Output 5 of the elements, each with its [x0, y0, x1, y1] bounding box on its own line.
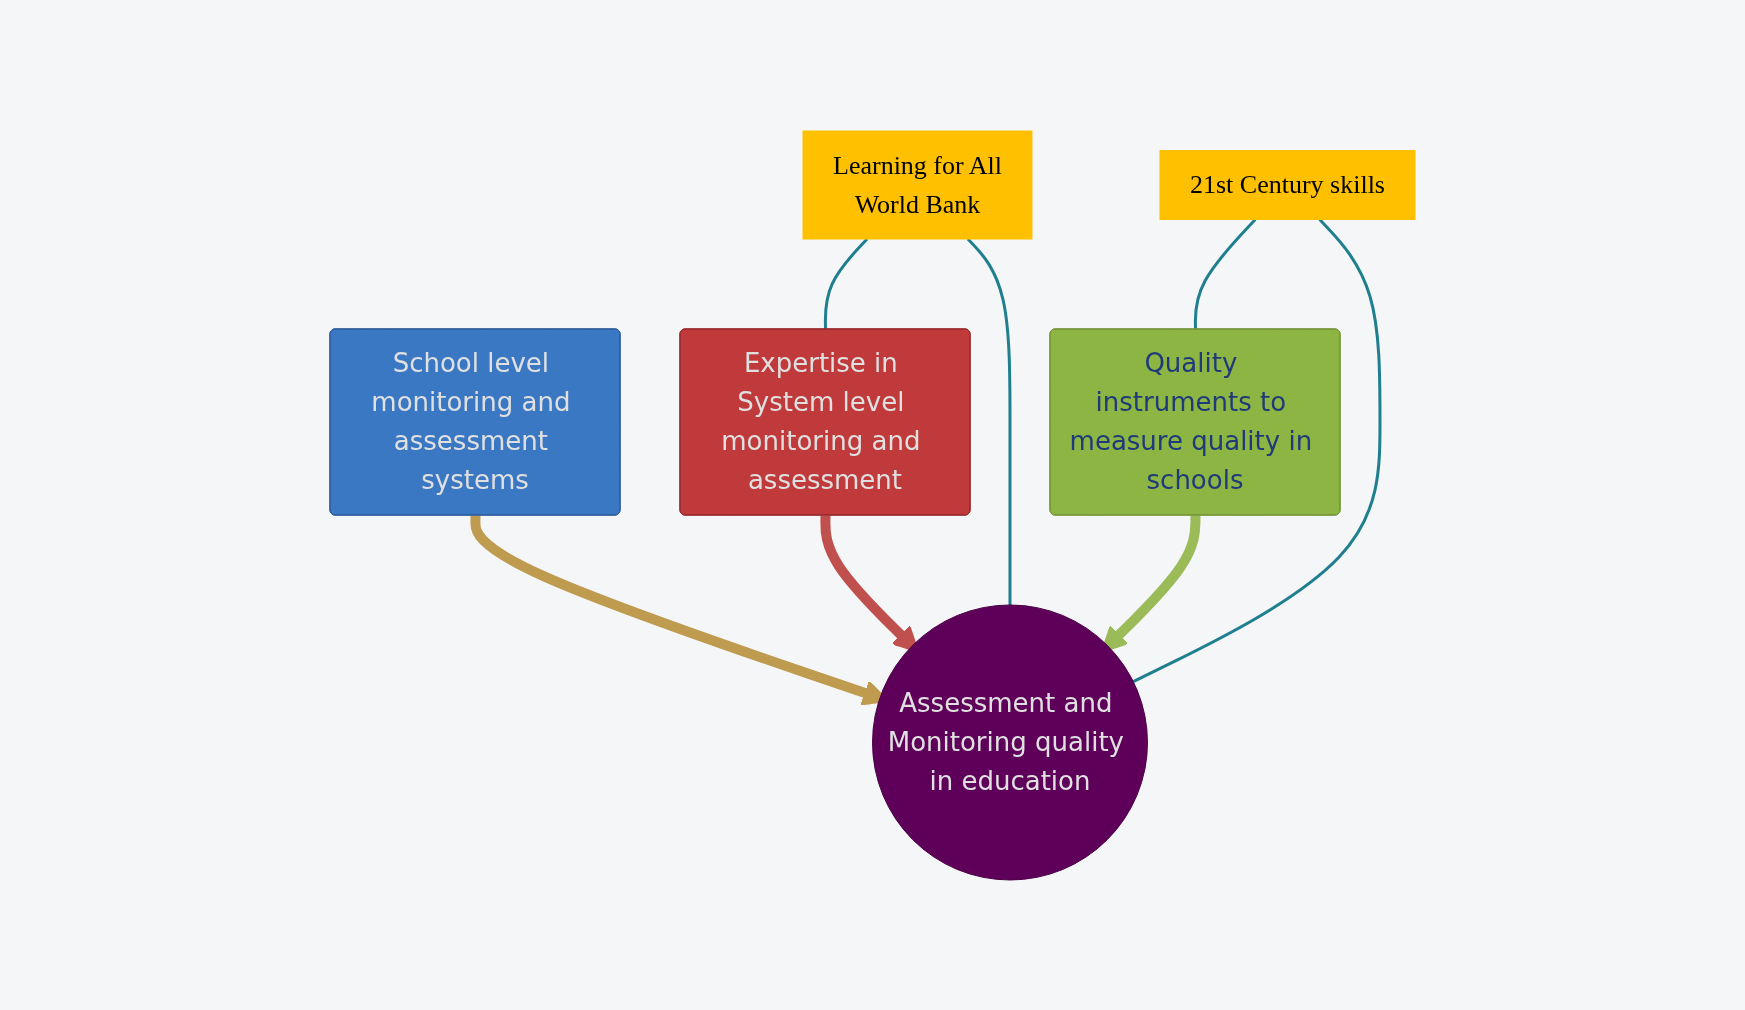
connector — [823, 237, 869, 330]
node-circle: Assessment and Monitoring quality in education — [872, 604, 1148, 880]
node-box: 21st Century skills — [1159, 149, 1416, 220]
node-box: Learning for All World Bank — [802, 130, 1033, 239]
connector — [966, 237, 1012, 605]
